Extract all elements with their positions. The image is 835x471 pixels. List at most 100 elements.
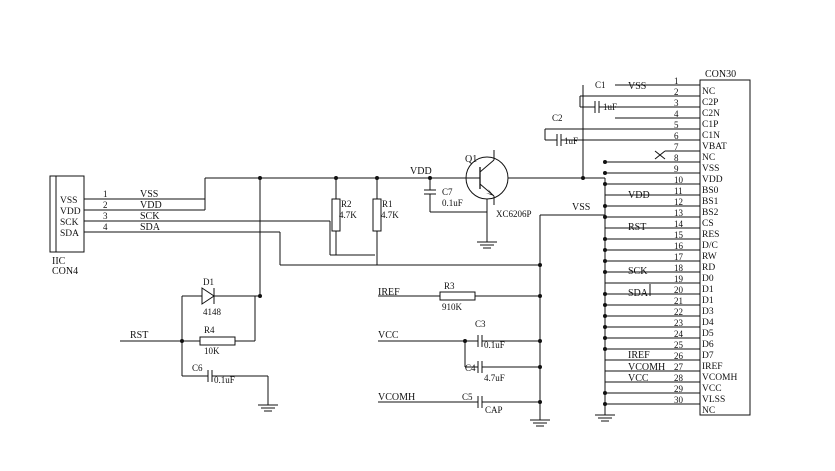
- resistor-r1: R1 4.7K: [372, 176, 399, 265]
- con30-pin-number: 19: [674, 274, 684, 284]
- con30-pin-name: CS: [702, 219, 714, 229]
- con30-pin-number: 2: [674, 87, 679, 97]
- iic-pin-number: 1: [103, 189, 108, 199]
- resistor-r2: R2 4.7K: [331, 176, 357, 255]
- r1-ref: R1: [382, 199, 393, 209]
- r2-value: 4.7K: [339, 210, 357, 220]
- con30-pin-number: 30: [674, 395, 684, 405]
- con30-pin-number: 11: [674, 186, 683, 196]
- con30-pin-name: BS1: [702, 197, 719, 207]
- con30-pin-name: VBAT: [702, 142, 727, 152]
- con30-pin-name: D5: [702, 329, 714, 339]
- con30-pin-number: 12: [674, 197, 683, 207]
- c4-ref: C4: [465, 363, 476, 373]
- c7-value: 0.1uF: [442, 198, 463, 208]
- con30-sck-label: SCK: [628, 266, 648, 277]
- iic-pin-number: 4: [103, 222, 108, 232]
- iic-pin-name: VDD: [60, 207, 81, 217]
- iic-ref: IIC: [52, 256, 66, 267]
- c2-ref: C2: [552, 113, 563, 123]
- con30-pin-number: 17: [674, 252, 684, 262]
- con30-pin-name: D7: [702, 351, 714, 361]
- r2-ref: R2: [341, 199, 352, 209]
- q1-value: XC6206P: [496, 209, 532, 219]
- c4-value: 4.7uF: [484, 373, 505, 383]
- c6-value: 0.1uF: [214, 375, 235, 385]
- r3-ref: R3: [444, 281, 455, 291]
- con30-pin-name: VCOMH: [702, 373, 738, 383]
- c7-ref: C7: [442, 187, 453, 197]
- con30-pin-name: C2P: [702, 98, 718, 108]
- con30-pin-number: 8: [674, 153, 679, 163]
- ground-bus: [530, 215, 550, 427]
- con30-vss-label: VSS: [628, 81, 646, 92]
- vss-net-label: VSS: [572, 202, 590, 213]
- c1-ref: C1: [595, 80, 606, 90]
- con30-junction-dot: [603, 160, 607, 164]
- con30-pin-number: 27: [674, 362, 684, 372]
- c1-value: 1uF: [603, 102, 617, 112]
- vcomh-net-label: VCOMH: [378, 392, 415, 403]
- q1-ref: Q1: [465, 154, 477, 165]
- con30-pin-name: D0: [702, 274, 714, 284]
- con30-junction-dot: [603, 171, 607, 175]
- con30-pin-name: NC: [702, 87, 715, 97]
- con30-iref-label: IREF: [628, 350, 650, 361]
- r1-value: 4.7K: [381, 210, 399, 220]
- con30-pin-name: C1N: [702, 131, 720, 141]
- con30-pin-number: 7: [674, 142, 679, 152]
- regulator-section: VDD C7 0.1uF Q1 XC6206P VSS: [410, 150, 605, 249]
- con30-pin-number: 10: [674, 175, 684, 185]
- con30-pin-number: 24: [674, 329, 684, 339]
- iic-pin-name: SCK: [60, 218, 79, 228]
- r3-value: 910K: [442, 302, 463, 312]
- rst-net-label: RST: [130, 330, 148, 341]
- con30-sda-label: SDA: [628, 288, 649, 299]
- vcc-net-label: VCC: [378, 330, 399, 341]
- con30-pin-number: 29: [674, 384, 684, 394]
- iic-pin-name: SDA: [60, 229, 79, 239]
- iic-wires: [84, 177, 540, 266]
- con30-pin-name: RD: [702, 263, 715, 273]
- d1-ref: D1: [203, 277, 214, 287]
- con30-pin-number: 18: [674, 263, 684, 273]
- con30-pin-name: VLSS: [702, 395, 725, 405]
- con30-pin-number: 26: [674, 351, 684, 361]
- con30-pin-number: 1: [674, 76, 679, 86]
- con30-pin-name: D6: [702, 340, 714, 350]
- con30-pin-name: RES: [702, 230, 719, 240]
- c5-ref: C5: [462, 392, 473, 402]
- c3-value: 0.1uF: [484, 340, 505, 350]
- con30-pin-number: 3: [674, 98, 679, 108]
- con30-pin-name: VDD: [702, 175, 723, 185]
- iref-net-label: IREF: [378, 287, 400, 298]
- con30-pin-number: 13: [674, 208, 684, 218]
- con30-pin-name: RW: [702, 252, 717, 262]
- iic-pin-number: 2: [103, 200, 108, 210]
- con30-pin-number: 14: [674, 219, 684, 229]
- con30-pin-number: 15: [674, 230, 684, 240]
- con30-pin-number: 23: [674, 318, 684, 328]
- con30-connector: CON30 1NC2C2P3C2N4C1P5C1N6VBAT7NC8VSS9VD…: [582, 69, 751, 422]
- iic-net-label: VSS: [140, 189, 158, 200]
- con30-pin-number: 28: [674, 373, 684, 383]
- d1-value: 4148: [203, 307, 222, 317]
- con30-pin-name: BS0: [702, 186, 719, 196]
- con30-pin-number: 5: [674, 120, 679, 130]
- con30-vcc-label: VCC: [628, 373, 649, 384]
- con30-pin-name: D/C: [702, 241, 718, 251]
- con30-pins: 1NC2C2P3C2N4C1P5C1N6VBAT7NC8VSS9VDD10BS0…: [603, 76, 738, 416]
- con30-pin-number: 16: [674, 241, 684, 251]
- iic-net-label: SDA: [140, 222, 161, 233]
- con30-pin-number: 9: [674, 164, 679, 174]
- con30-pin-name: C2N: [702, 109, 720, 119]
- con30-pin-name: VCC: [702, 384, 722, 394]
- vdd-net-label: VDD: [410, 166, 432, 177]
- c3-ref: C3: [475, 319, 486, 329]
- resistor-r3: IREF R3 910K: [378, 281, 540, 312]
- con30-pin-number: 20: [674, 285, 684, 295]
- con30-pin-name: D4: [702, 318, 714, 328]
- con30-pin-name: VSS: [702, 164, 719, 174]
- iic-connector: VSS VDD SCK SDA IIC CON4 1 2 3 4 VSS VDD…: [49, 175, 162, 277]
